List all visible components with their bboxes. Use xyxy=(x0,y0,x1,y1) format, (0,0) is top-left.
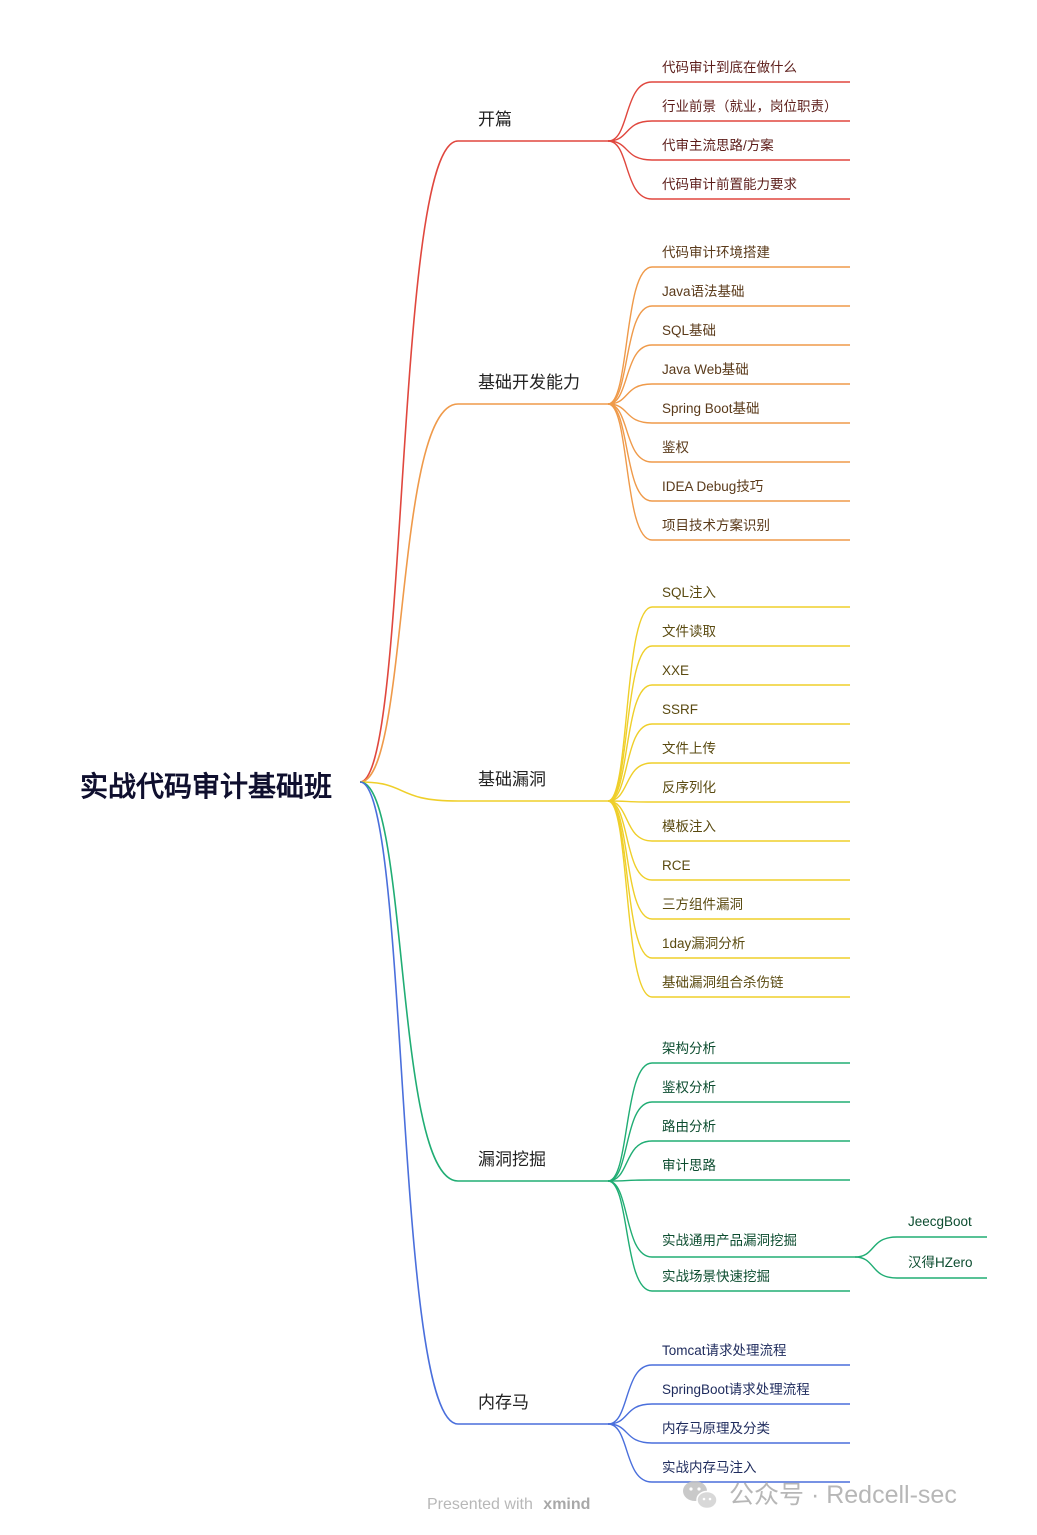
leaf-topic[interactable]: 鉴权分析 xyxy=(662,1079,716,1095)
watermark-text: 公众号 · Redcell-sec xyxy=(729,1481,957,1509)
leaf-connector xyxy=(607,1403,653,1425)
watermark: 公众号 · Redcell-sec xyxy=(683,1481,957,1510)
branch-topic[interactable]: 漏洞挖掘 xyxy=(478,1150,546,1169)
leaf-connector xyxy=(607,1140,653,1182)
leaf-topic[interactable]: 项目技术方案识别 xyxy=(662,517,770,533)
footer-presented-text: Presented with xyxy=(427,1496,533,1513)
leaf-topic[interactable]: SSRF xyxy=(662,702,698,717)
leaf-connector xyxy=(607,120,653,142)
leaf-topic[interactable]: Java Web基础 xyxy=(662,361,749,377)
leaf-topic[interactable]: 代码审计环境搭建 xyxy=(662,245,770,260)
leaf-topic[interactable]: 实战内存马注入 xyxy=(662,1460,757,1475)
leaf-connector xyxy=(607,403,653,424)
leaf-topic[interactable]: Java语法基础 xyxy=(662,283,745,299)
leaf-topic[interactable]: XXE xyxy=(662,663,689,678)
leaf-topic[interactable]: Tomcat请求处理流程 xyxy=(662,1343,787,1358)
leaf-topic[interactable]: 模板注入 xyxy=(662,819,716,834)
leaf-topic[interactable]: 代码审计到底在做什么 xyxy=(662,60,797,75)
branch-connector xyxy=(359,781,459,1182)
leaf-connector xyxy=(607,344,653,405)
subleaf-topic[interactable]: 汉得HZero xyxy=(908,1254,973,1270)
leaf-connector xyxy=(607,1101,653,1182)
leaf-connector xyxy=(607,1423,653,1483)
leaf-topic[interactable]: 实战场景快速挖掘 xyxy=(662,1269,770,1284)
leaf-connector xyxy=(607,1179,653,1182)
leaf-topic[interactable]: RCE xyxy=(662,858,691,873)
leaf-connector xyxy=(607,140,653,161)
branch-topic[interactable]: 开篇 xyxy=(478,110,512,129)
leaf-topic[interactable]: 文件上传 xyxy=(662,741,716,756)
leaf-topic[interactable]: 代码审计前置能力要求 xyxy=(662,176,797,192)
subleaf-connector xyxy=(854,1256,898,1279)
leaf-topic[interactable]: IDEA Debug技巧 xyxy=(662,479,763,494)
leaf-connector xyxy=(607,1423,653,1444)
leaf-connector xyxy=(607,762,653,802)
branch-connector xyxy=(359,140,459,783)
leaf-connector xyxy=(607,266,653,405)
leaf-connector xyxy=(607,645,653,802)
branch-topic[interactable]: 基础开发能力 xyxy=(478,373,580,392)
leaf-connector xyxy=(607,800,653,842)
connector-layer xyxy=(359,81,987,1483)
leaf-topic[interactable]: 鉴权 xyxy=(662,439,690,455)
leaf-topic[interactable]: 代审主流思路/方案 xyxy=(662,137,774,153)
branch-connector xyxy=(359,781,459,802)
leaf-connector xyxy=(607,403,653,541)
subleaf-topic[interactable]: JeecgBoot xyxy=(908,1214,972,1229)
leaf-connector xyxy=(607,723,653,802)
leaf-connector xyxy=(607,1364,653,1425)
leaf-connector xyxy=(607,800,653,998)
leaf-connector xyxy=(607,305,653,405)
branch-connector xyxy=(359,403,459,783)
leaf-topic[interactable]: 反序列化 xyxy=(662,780,716,795)
branch-connector xyxy=(359,781,459,1425)
leaf-topic[interactable]: Spring Boot基础 xyxy=(662,400,760,416)
footer-brand-text: xmind xyxy=(543,1496,590,1513)
branch-topic[interactable]: 基础漏洞 xyxy=(478,770,546,789)
leaf-topic[interactable]: 内存马原理及分类 xyxy=(662,1421,770,1436)
leaf-topic[interactable]: 三方组件漏洞 xyxy=(662,897,743,912)
leaf-topic[interactable]: SpringBoot请求处理流程 xyxy=(662,1382,810,1397)
leaf-topic[interactable]: 基础漏洞组合杀伤链 xyxy=(662,974,784,990)
leaf-connector xyxy=(607,140,653,200)
svg-text:Presented with xmind: Presented with xmind xyxy=(427,1496,590,1513)
branch-topic[interactable]: 内存马 xyxy=(478,1393,529,1412)
leaf-connector xyxy=(607,81,653,142)
leaf-topic[interactable]: 路由分析 xyxy=(662,1119,716,1134)
leaf-topic[interactable]: 实战通用产品漏洞挖掘 xyxy=(662,1233,797,1248)
leaf-connector xyxy=(607,1180,653,1258)
leaf-topic[interactable]: SQL注入 xyxy=(662,585,717,600)
leaf-topic[interactable]: 文件读取 xyxy=(662,624,716,639)
leaf-topic[interactable]: 行业前景（就业，岗位职责） xyxy=(662,98,838,114)
leaf-connector xyxy=(607,403,653,463)
leaf-topic[interactable]: SQL基础 xyxy=(662,322,716,338)
subleaf-connector xyxy=(854,1236,898,1258)
wechat-icon xyxy=(683,1481,718,1510)
xmind-footer: Presented with xmind xyxy=(427,1496,590,1513)
leaf-topic[interactable]: 架构分析 xyxy=(662,1041,716,1056)
leaf-connector xyxy=(607,1062,653,1182)
leaf-topic[interactable]: 1day漏洞分析 xyxy=(662,936,745,951)
root-topic[interactable]: 实战代码审计基础班 xyxy=(80,770,332,802)
leaf-connector xyxy=(607,383,653,405)
leaf-connector xyxy=(607,1180,653,1292)
leaf-topic[interactable]: 审计思路 xyxy=(662,1158,716,1173)
leaf-connector xyxy=(607,684,653,802)
